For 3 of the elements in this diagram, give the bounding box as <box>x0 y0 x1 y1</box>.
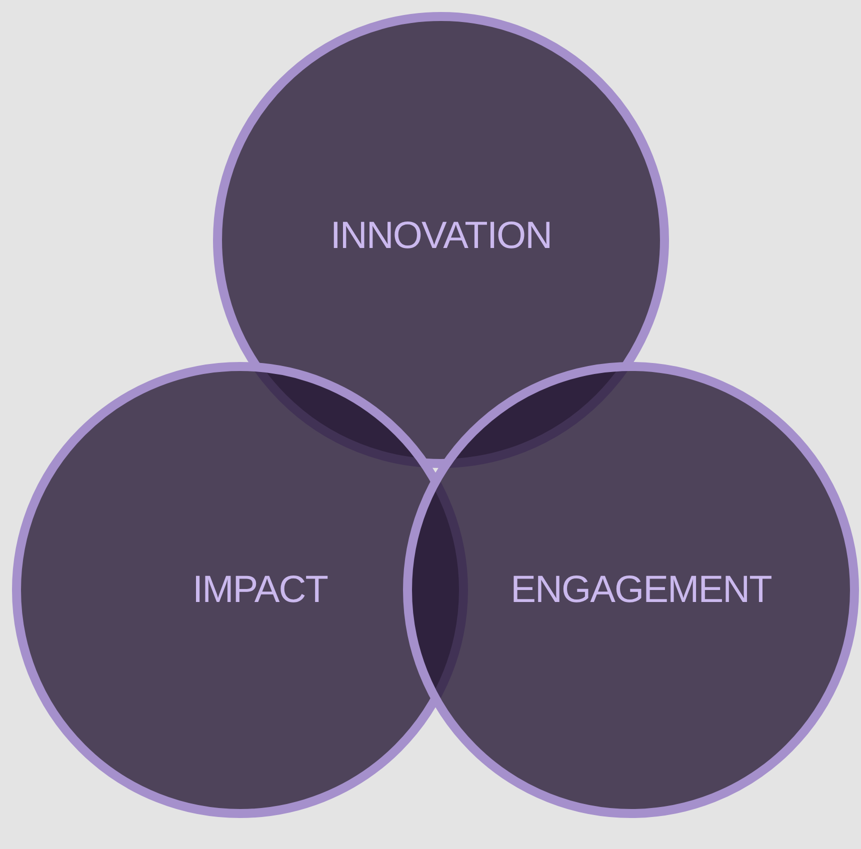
circle-label: ENGAGEMENT <box>510 571 772 609</box>
circle-label: IMPACT <box>192 571 328 609</box>
circle-label: INNOVATION <box>330 217 552 255</box>
